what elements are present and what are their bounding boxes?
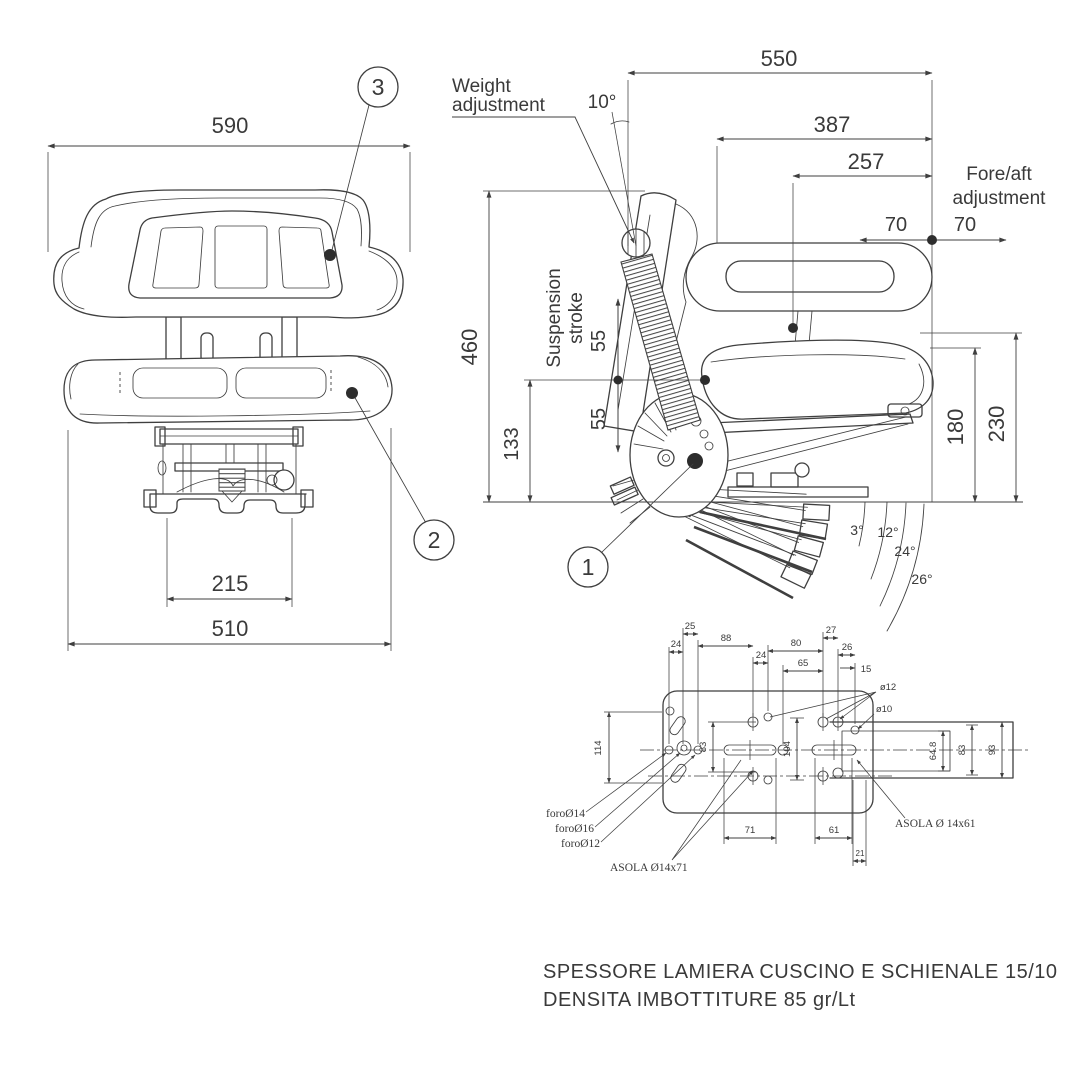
label-foreaft-2: adjustment (953, 188, 1047, 209)
label-suspension-2: stroke (566, 292, 587, 344)
label-weight-1: Weight (452, 76, 512, 97)
dim-114: 114 (593, 740, 604, 755)
label-foro12: foroØ12 (561, 838, 600, 850)
dim-65: 65 (798, 658, 809, 669)
label-dia12: ø12 (880, 682, 896, 693)
angle-12: 12° (877, 524, 898, 540)
dim-215: 215 (212, 571, 249, 596)
dim-88: 88 (721, 633, 732, 644)
suspension-mechanism-front (143, 426, 314, 514)
suspension-disc (612, 392, 729, 524)
dim-83-left: 83 (698, 742, 709, 753)
label-foro14: foroØ14 (546, 808, 585, 820)
dim-24-left: 24 (671, 639, 682, 650)
label-asola-71: ASOLA Ø14x71 (610, 862, 688, 874)
label-foreaft-1: Fore/aft (966, 164, 1032, 185)
dim-61: 61 (829, 825, 840, 836)
cushion-side (700, 339, 934, 420)
dim-24-mid: 24 (756, 650, 767, 661)
tilt-rails-fan: 3° 12° 24° 26° (666, 483, 933, 632)
label-dia10: ø10 (876, 704, 892, 715)
label-foro16: foroØ16 (555, 823, 594, 835)
callout-2-number: 2 (428, 527, 441, 553)
callout-1: 1 (567, 463, 694, 588)
angle-3: 3° (850, 522, 863, 538)
backrest-posts (165, 316, 298, 363)
front-view: 590 215 510 3 2 (47, 66, 455, 651)
callout-3: 3 (324, 66, 399, 261)
dim-80: 80 (791, 638, 802, 649)
dim-257: 257 (848, 149, 885, 174)
dim-180: 180 (943, 409, 968, 446)
callout-1-number: 1 (582, 554, 595, 580)
holes-and-slots (664, 706, 860, 785)
dim-510: 510 (212, 616, 249, 641)
note-line-1: SPESSORE LAMIERA CUSCINO E SCHIENALE 15/… (543, 961, 1058, 983)
backrest-front (53, 189, 404, 319)
front-view-dimensions: 590 215 510 (47, 113, 411, 651)
note-line-2: DENSITA IMBOTTITURE 85 gr/Lt (543, 989, 856, 1011)
dim-387: 387 (814, 112, 851, 137)
dim-70-aft: 70 (954, 214, 976, 236)
angle-24: 24° (894, 543, 915, 559)
label-weight-2: adjustment (452, 95, 546, 116)
dim-83-right: 83 (957, 745, 968, 756)
dim-55-down: 55 (588, 408, 610, 430)
label-asola-61: ASOLA Ø 14x61 (895, 818, 976, 830)
callout-2: 2 (346, 387, 455, 561)
side-view: 3° 12° 24° 26° (452, 46, 1047, 632)
mounting-rail (829, 721, 1014, 779)
angle-26: 26° (911, 571, 932, 587)
dim-70-fore: 70 (885, 214, 907, 236)
callout-3-number: 3 (372, 74, 385, 100)
dim-550: 550 (761, 46, 798, 71)
dim-27: 27 (826, 625, 837, 636)
cushion-front (63, 355, 393, 424)
dim-55-up: 55 (588, 330, 610, 352)
dim-64-8: 64.8 (928, 742, 939, 761)
dim-15: 15 (861, 664, 872, 675)
plate-dimensions: 25 24 88 24 80 65 27 26 15 114 83 (546, 621, 1008, 874)
dim-230: 230 (984, 406, 1009, 443)
mounting-plate-view: 25 24 88 24 80 65 27 26 15 114 83 (546, 621, 1028, 874)
dim-93: 93 (987, 745, 998, 756)
dim-133: 133 (501, 427, 523, 460)
side-view-dimensions: 550 10° Weight adjustment 387 257 Fore/a… (452, 46, 1047, 503)
notes-block: SPESSORE LAMIERA CUSCINO E SCHIENALE 15/… (543, 961, 1058, 1011)
dim-460: 460 (457, 329, 482, 366)
armrest-side (685, 242, 933, 346)
spring-strut (620, 228, 701, 431)
dim-71: 71 (745, 825, 756, 836)
label-suspension-1: Suspension (544, 268, 565, 367)
angle-10: 10° (588, 92, 617, 113)
dim-104: 104 (782, 741, 793, 757)
dim-26: 26 (842, 642, 853, 653)
dim-21: 21 (856, 849, 865, 858)
dim-25: 25 (685, 621, 696, 632)
dim-590: 590 (212, 113, 249, 138)
